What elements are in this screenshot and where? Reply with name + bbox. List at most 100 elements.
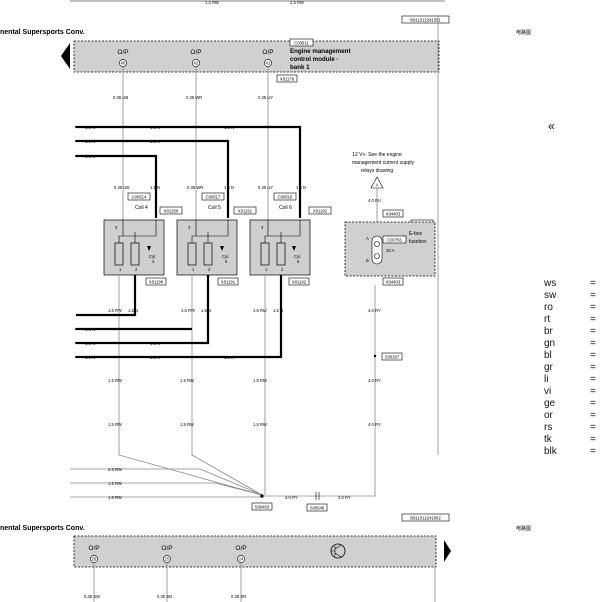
- svg-text:=: =: [590, 362, 596, 373]
- svg-text:=: =: [590, 446, 596, 457]
- svg-text:1.5 RW: 1.5 RW: [108, 308, 122, 313]
- svg-text:1.5 N: 1.5 N: [201, 308, 211, 313]
- ebox-wire-lower-2: 4.0 RY: [368, 422, 381, 427]
- svg-text:3: 3: [115, 225, 118, 230]
- svg-text:bl: bl: [544, 350, 552, 361]
- svg-text:2: 2: [281, 267, 284, 272]
- svg-text:=: =: [590, 302, 596, 313]
- ebox-label-line-2: fusebox: [409, 239, 427, 245]
- svg-text:rs: rs: [544, 422, 552, 433]
- double-chevron-left-icon[interactable]: «: [548, 119, 555, 133]
- bus-wire-label-3: 1.5 RW: [108, 495, 122, 500]
- svg-text:=: =: [590, 290, 596, 301]
- svg-text:1.5 N: 1.5 N: [273, 308, 283, 313]
- coil-output-wires: [75, 275, 283, 496]
- ref-code-box-2: [401, 513, 450, 522]
- svg-text:=: =: [590, 386, 596, 397]
- fuse-pin-b: B: [366, 258, 369, 263]
- supply-pin: A: [376, 183, 379, 188]
- svg-text:ro: ro: [544, 302, 553, 313]
- lower-wire-label-3: 1.5 N: [85, 355, 95, 360]
- rw-wire-label-4: 1.5 RW: [108, 422, 122, 427]
- ebox-splice: S00287: [385, 354, 400, 359]
- signal-wire-label-3: 0.35 UY: [258, 95, 273, 100]
- svg-text:X01192: X01192: [292, 279, 307, 284]
- svg-text:40: 40: [121, 60, 126, 65]
- svg-text:=: =: [590, 422, 596, 433]
- signal-wire-label-2: 0.35 WR: [186, 95, 202, 100]
- svg-text:br: br: [544, 326, 554, 337]
- svg-text:2: 2: [208, 267, 211, 272]
- ebox-wire-bottom: 4.0 RY: [368, 308, 381, 313]
- ground-point-box: [306, 503, 328, 512]
- svg-text:3: 3: [261, 225, 264, 230]
- fuse-icon: [371, 235, 383, 265]
- svg-text:rt: rt: [544, 314, 550, 325]
- ground-point-icon: [315, 492, 320, 500]
- svg-text:=: =: [590, 338, 596, 349]
- feed-wire-label-2: 1.5 N: [85, 139, 95, 144]
- left-arrow-icon: [61, 43, 70, 69]
- bus-wire-label-2: 1.5 RW: [108, 481, 122, 486]
- ref-code-box-1: [401, 15, 450, 24]
- svg-text:0.35 UY: 0.35 UY: [258, 185, 273, 190]
- svg-text:1.5 N: 1.5 N: [128, 308, 138, 313]
- module-name-line-3: bank 1: [290, 64, 310, 71]
- svg-text:sw: sw: [544, 290, 557, 301]
- module2-output-3: O/P 24: [235, 545, 247, 563]
- ground-wire-label-2: 4.0 RY: [338, 495, 351, 500]
- fuse-pin-a: A: [366, 236, 369, 241]
- svg-text:=: =: [590, 350, 596, 361]
- ebox-splice-dot: [373, 354, 377, 358]
- svg-text:X01192: X01192: [313, 208, 328, 213]
- svg-text:1.5 N: 1.5 N: [296, 185, 306, 190]
- svg-text:Coil 4: Coil 4: [135, 205, 148, 211]
- bus-wire-label-1: 2.5 RW: [108, 467, 122, 472]
- top-wire-label-a: 1.5 RW: [205, 0, 219, 5]
- module-output-2: O/P 42: [190, 49, 202, 67]
- svg-text:C00514: C00514: [132, 194, 147, 199]
- svg-text:gn: gn: [544, 338, 555, 349]
- svg-text:Coil 5: Coil 5: [208, 205, 221, 211]
- rw-wire-label-6: 1.5 RW: [253, 422, 267, 427]
- ground-return-wire: [262, 285, 376, 497]
- cross-wire-label-2: 1.5 N: [224, 125, 234, 130]
- svg-text:5: 5: [225, 259, 228, 264]
- svg-text:1.5 N: 1.5 N: [224, 185, 234, 190]
- svg-text:25: 25: [165, 556, 170, 561]
- ebox-conn-top-box: [382, 209, 404, 218]
- svg-text:=: =: [590, 434, 596, 445]
- svg-text:26: 26: [92, 556, 97, 561]
- ebox-wire-top: 4.0 RU: [368, 198, 381, 203]
- lower-wire-label-5: 1.5 N: [150, 355, 160, 360]
- right-arrow-icon: [444, 540, 451, 562]
- svg-text:C00517: C00517: [206, 194, 221, 199]
- feed-wire-label-3: 1.5 N: [85, 154, 95, 159]
- module2-wire-label-2: 0.35 SN: [157, 594, 172, 599]
- svg-text:6: 6: [297, 259, 300, 264]
- svg-text:Cyl.: Cyl.: [222, 254, 229, 259]
- ref-code-1: B811012241001: [410, 18, 441, 23]
- lower-wire-label-1: 1.5 N: [85, 327, 95, 332]
- svg-text:1: 1: [265, 267, 268, 272]
- ebox-conn-bottom: X04403: [386, 279, 401, 284]
- svg-text:=: =: [590, 278, 596, 289]
- connector-top: X01176: [280, 76, 295, 81]
- color-legend: ws= sw= ro= rt= br= gn= bl= gr= li= vi= …: [543, 278, 596, 457]
- module2-output-2: O/P 25: [161, 545, 173, 563]
- module-name-line-2: control module -: [290, 56, 338, 63]
- ground-splice: S00463: [255, 504, 270, 509]
- connector-box-top: [276, 74, 298, 83]
- coil-6: 0.35 UY 1.5 N C00518 X01192 Coil 6 Cyl. …: [249, 185, 332, 313]
- svg-text:X01190: X01190: [149, 279, 164, 284]
- rw-wire-label-2: 1.5 RW: [180, 378, 194, 383]
- svg-text:ge: ge: [544, 398, 556, 409]
- ground-bus-wires: [70, 468, 263, 498]
- ebox-splice-box: [381, 352, 403, 361]
- svg-text:gr: gr: [544, 362, 554, 373]
- ebox-wire-lower-1: 4.0 RY: [368, 378, 381, 383]
- fuse-rating: 20 A: [386, 248, 395, 253]
- ground-point: S00546: [310, 505, 325, 510]
